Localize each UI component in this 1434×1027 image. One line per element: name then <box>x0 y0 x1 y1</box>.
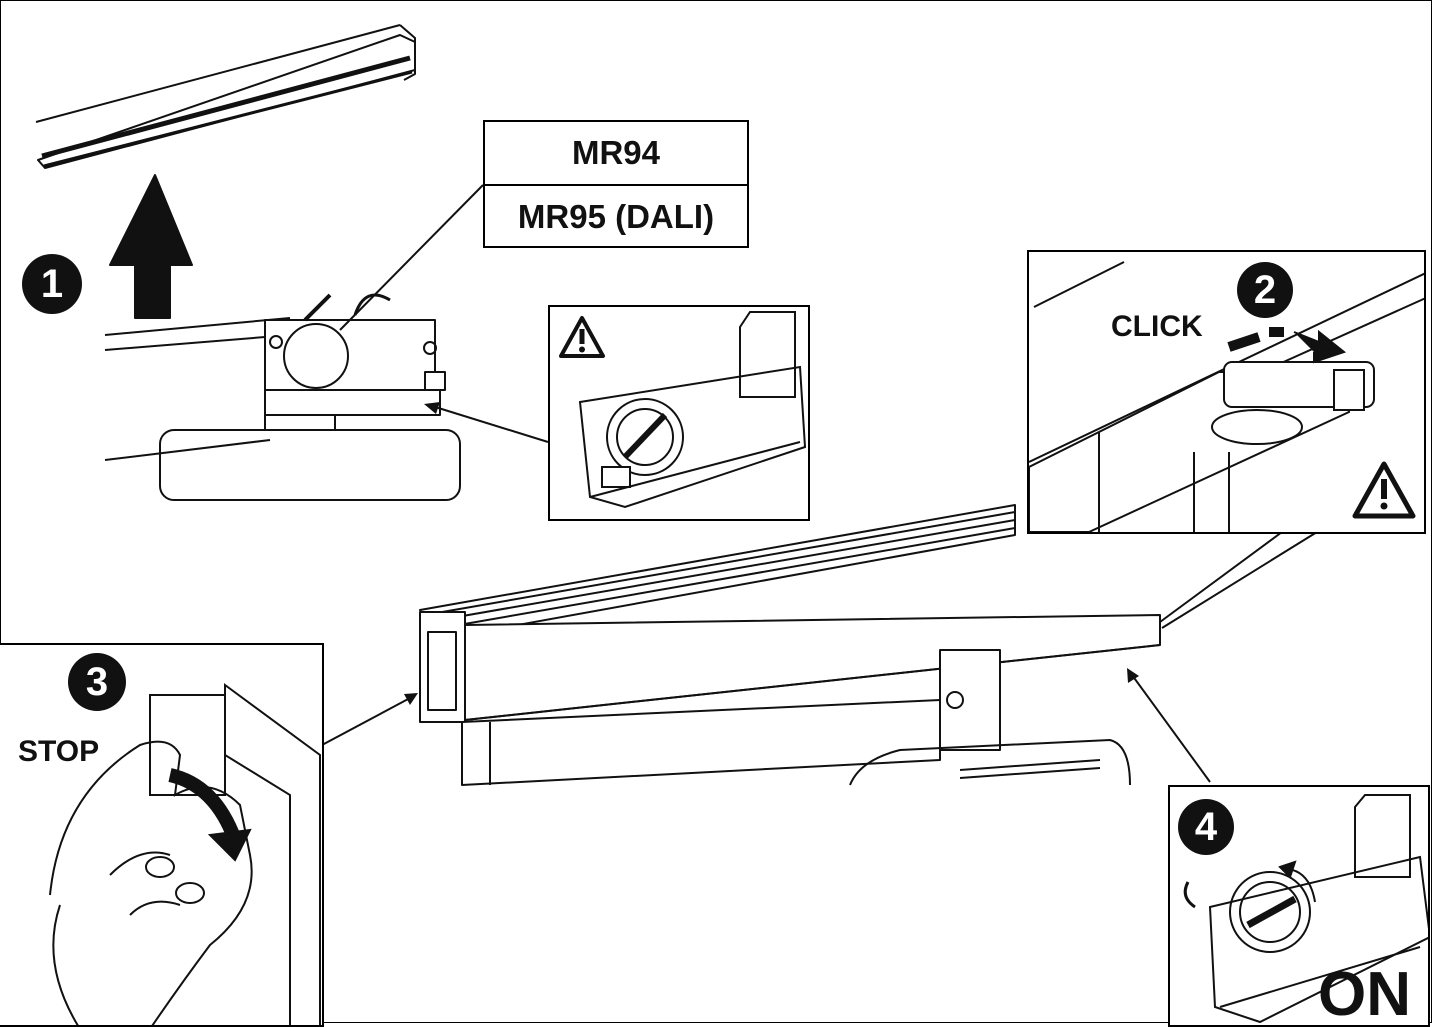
main-track-assembly <box>419 504 1161 786</box>
step-3-badge: 3 <box>68 653 126 711</box>
step-4-panel: 4 ON <box>1168 785 1430 1027</box>
step-1-badge: 1 <box>22 254 82 314</box>
warning-triangle-icon <box>1352 461 1416 519</box>
knob-detail-illustration <box>578 311 807 509</box>
click-label: CLICK <box>1111 310 1203 343</box>
stop-label: STOP <box>18 735 100 768</box>
stop-detail-illustration <box>49 683 321 1025</box>
on-label: ON <box>1318 960 1411 1027</box>
arrow-up-icon <box>109 174 193 319</box>
model-leader-line <box>339 184 484 331</box>
detail-panel-knob <box>548 305 810 521</box>
step-2-badge: 2 <box>1237 262 1293 318</box>
click-detail-illustration <box>1029 261 1424 532</box>
step-2-panel: 2 CLICK <box>1027 250 1426 534</box>
step-4-badge: 4 <box>1178 799 1234 855</box>
model-secondary-label: MR95 (DALI) <box>485 184 747 248</box>
track-rail-top <box>35 24 416 169</box>
warning-triangle-icon <box>559 316 605 358</box>
on-detail-illustration <box>1183 794 1428 1024</box>
model-number-box: MR94 MR95 (DALI) <box>483 120 749 248</box>
step-3-panel: 3 STOP <box>0 643 324 1027</box>
track-adapter-step1 <box>104 293 461 501</box>
leader-arrow-panel1 <box>431 405 549 443</box>
model-primary-label: MR94 <box>571 134 661 171</box>
